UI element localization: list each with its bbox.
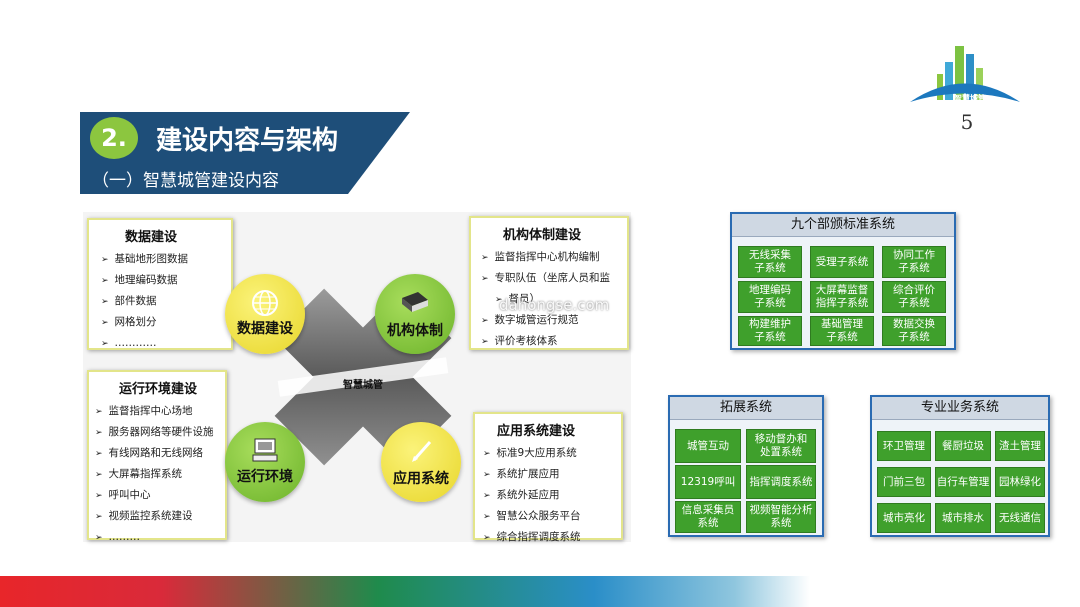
- list-item: 系统外延应用: [483, 485, 621, 506]
- page-subtitle: （一）智慧城管建设内容: [92, 171, 279, 191]
- environment-circle: 运行环境: [225, 422, 305, 502]
- circle-label: 运行环境: [237, 469, 293, 485]
- list-item: 呼叫中心: [95, 485, 225, 506]
- list-item: 督员）: [481, 289, 627, 310]
- list-item: 部件数据: [101, 291, 231, 312]
- application-construction-panel: 应用系统建设 标准9大应用系统 系统扩展应用 系统外延应用 智慧公众服务平台 综…: [473, 412, 623, 543]
- list-item: 基础地形图数据: [101, 249, 231, 270]
- footer-color-bar: [0, 576, 1080, 607]
- circle-label: 数据建设: [237, 321, 293, 337]
- environment-construction-panel: 运行环境建设 监督指挥中心场地 服务器网络等硬件设施 有线网路和无线网络 大屏幕…: [87, 370, 227, 543]
- data-construction-panel: 数据建设 基础地形图数据 地理编码数据 部件数据 网格划分 …………: [87, 218, 233, 350]
- nine-standard-systems-box: 九个部颁标准系统 无线采集 子系统 受理子系统 协同工作 子系统 地理编码 子系…: [730, 212, 956, 350]
- architecture-diagram: 智慧城管 数据建设 基础地形图数据 地理编码数据 部件数据 网格划分 ………… …: [83, 212, 631, 543]
- system-cell: 园林绿化: [995, 467, 1045, 497]
- system-cell: 基础管理 子系统: [810, 316, 874, 346]
- list-item: 数字城管运行规范: [481, 310, 627, 331]
- system-cell: 指挥调度系统: [746, 465, 816, 499]
- list-item: ………: [95, 527, 225, 548]
- computer-icon: [225, 436, 305, 468]
- system-cell: 餐厨垃圾: [935, 431, 991, 461]
- center-label: 智慧城管: [343, 380, 383, 391]
- system-cell: 无线采集 子系统: [738, 246, 802, 278]
- pen-icon: [381, 436, 461, 468]
- list-item: 网格划分: [101, 312, 231, 333]
- data-circle: 数据建设: [225, 274, 305, 354]
- box-title: 专业业务系统: [872, 397, 1048, 420]
- extension-systems-box: 拓展系统 城管互动 移动督办和 处置系统 12319呼叫 指挥调度系统 信息采集…: [668, 395, 824, 537]
- list-item: 地理编码数据: [101, 270, 231, 291]
- system-cell: 协同工作 子系统: [882, 246, 946, 278]
- list-item: …………: [101, 333, 231, 354]
- system-cell: 城市亮化: [877, 503, 931, 533]
- page-number: 5: [960, 110, 974, 134]
- system-cell: 移动督办和 处置系统: [746, 429, 816, 463]
- watermark-text: dahongse.com: [499, 296, 610, 314]
- system-cell: 受理子系统: [810, 246, 874, 278]
- box-title: 九个部颁标准系统: [732, 214, 954, 237]
- org-circle: 机构体制: [375, 274, 455, 354]
- panel-title: 应用系统建设: [497, 424, 576, 439]
- circle-label: 机构体制: [387, 323, 443, 339]
- system-cell: 无线通信: [995, 503, 1045, 533]
- panel-title: 运行环境建设: [119, 382, 198, 397]
- circle-label: 应用系统: [393, 471, 449, 487]
- system-cell: 环卫管理: [877, 431, 931, 461]
- system-cell: 自行车管理: [935, 467, 991, 497]
- list-item: 服务器网络等硬件设施: [95, 422, 225, 443]
- list-item: 视频监控系统建设: [95, 506, 225, 527]
- system-cell: 信息采集员 系统: [675, 501, 741, 533]
- system-cell: 数据交换 子系统: [882, 316, 946, 346]
- system-cell: 城市排水: [935, 503, 991, 533]
- list-item: 智慧公众服务平台: [483, 506, 621, 527]
- logo-text: 智慧城管: [954, 94, 986, 103]
- list-item: 综合指挥调度系统: [483, 527, 621, 548]
- org-construction-panel: 机构体制建设 监督指挥中心机构编制 专职队伍（坐席人员和监 督员） 数字城管运行…: [469, 216, 629, 350]
- page-title: 建设内容与架构: [156, 126, 339, 156]
- globe-icon: [225, 288, 305, 322]
- system-cell: 综合评价 子系统: [882, 281, 946, 313]
- panel-title: 机构体制建设: [503, 228, 582, 243]
- application-circle: 应用系统: [381, 422, 461, 502]
- box-title: 拓展系统: [670, 397, 822, 420]
- book-icon: [375, 288, 455, 320]
- system-cell: 大屏幕监督 指挥子系统: [810, 281, 874, 313]
- section-number: 2.: [90, 117, 138, 159]
- list-item: 标准9大应用系统: [483, 443, 621, 464]
- list-item: 监督指挥中心场地: [95, 401, 225, 422]
- system-cell: 地理编码 子系统: [738, 281, 802, 313]
- smart-city-logo: [910, 46, 1020, 102]
- list-item: 系统扩展应用: [483, 464, 621, 485]
- system-cell: 门前三包: [877, 467, 931, 497]
- list-item: 有线网路和无线网络: [95, 443, 225, 464]
- system-cell: 城管互动: [675, 429, 741, 463]
- panel-title: 数据建设: [125, 230, 178, 245]
- system-cell: 构建维护 子系统: [738, 316, 802, 346]
- system-cell: 12319呼叫: [675, 465, 741, 499]
- professional-business-systems-box: 专业业务系统 环卫管理 餐厨垃圾 渣土管理 门前三包 自行车管理 园林绿化 城市…: [870, 395, 1050, 537]
- system-cell: 渣土管理: [995, 431, 1045, 461]
- list-item: 监督指挥中心机构编制: [481, 247, 627, 268]
- title-banner: [80, 112, 410, 194]
- list-item: 评价考核体系: [481, 331, 627, 352]
- system-cell: 视频智能分析 系统: [746, 501, 816, 533]
- list-item: 专职队伍（坐席人员和监: [481, 268, 627, 289]
- list-item: 大屏幕指挥系统: [95, 464, 225, 485]
